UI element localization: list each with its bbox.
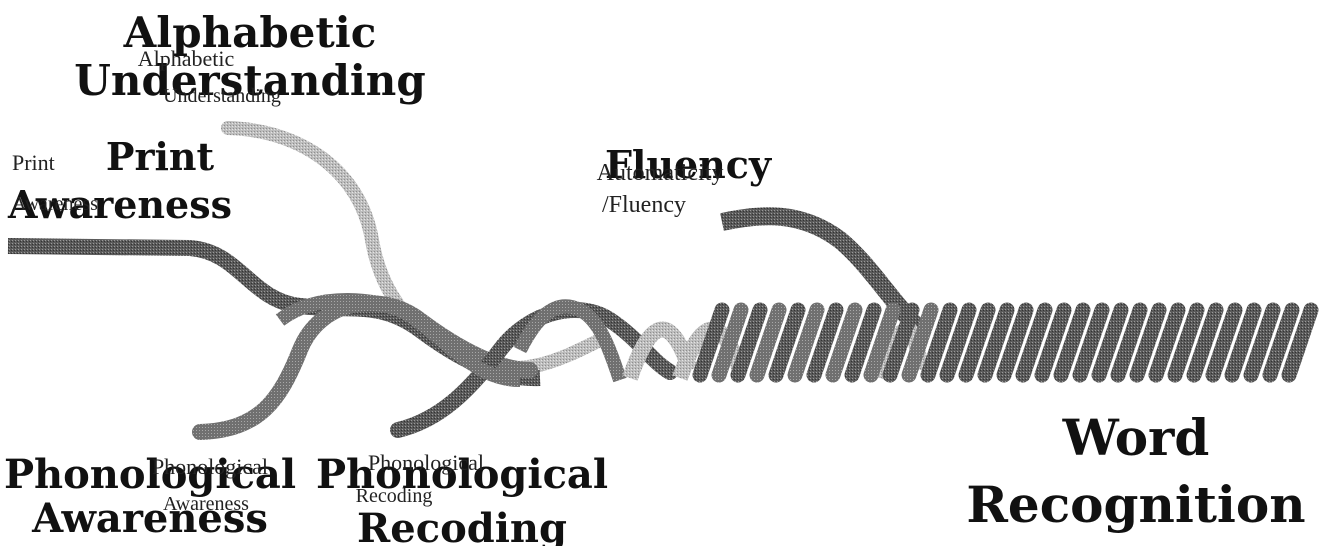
word-recognition-title: Word <box>1062 408 1210 467</box>
print-awareness-caption: Print <box>12 150 55 175</box>
phonological-recoding-title-line2: Recoding <box>357 505 567 546</box>
word-recognition-title-line2: Recognition <box>966 475 1305 534</box>
phonological-awareness-caption: Phonological <box>152 454 268 479</box>
print-awareness-title: Print <box>106 134 215 179</box>
print-awareness-caption-line2: Awareness <box>12 193 98 215</box>
phonological-recoding-caption-line2: Recoding <box>356 485 433 507</box>
alphabetic-understanding-caption-line2: Understanding <box>163 85 281 107</box>
rope-coil <box>700 310 1311 375</box>
fluency-caption: Automaticity <box>597 160 724 186</box>
fluency-caption-line2: /Fluency <box>602 192 686 218</box>
phonological-awareness-caption-line2: Awareness <box>163 493 249 515</box>
phonological-recoding-caption: Phonological <box>368 450 484 475</box>
alphabetic-understanding-caption: Alphabetic <box>138 46 235 71</box>
